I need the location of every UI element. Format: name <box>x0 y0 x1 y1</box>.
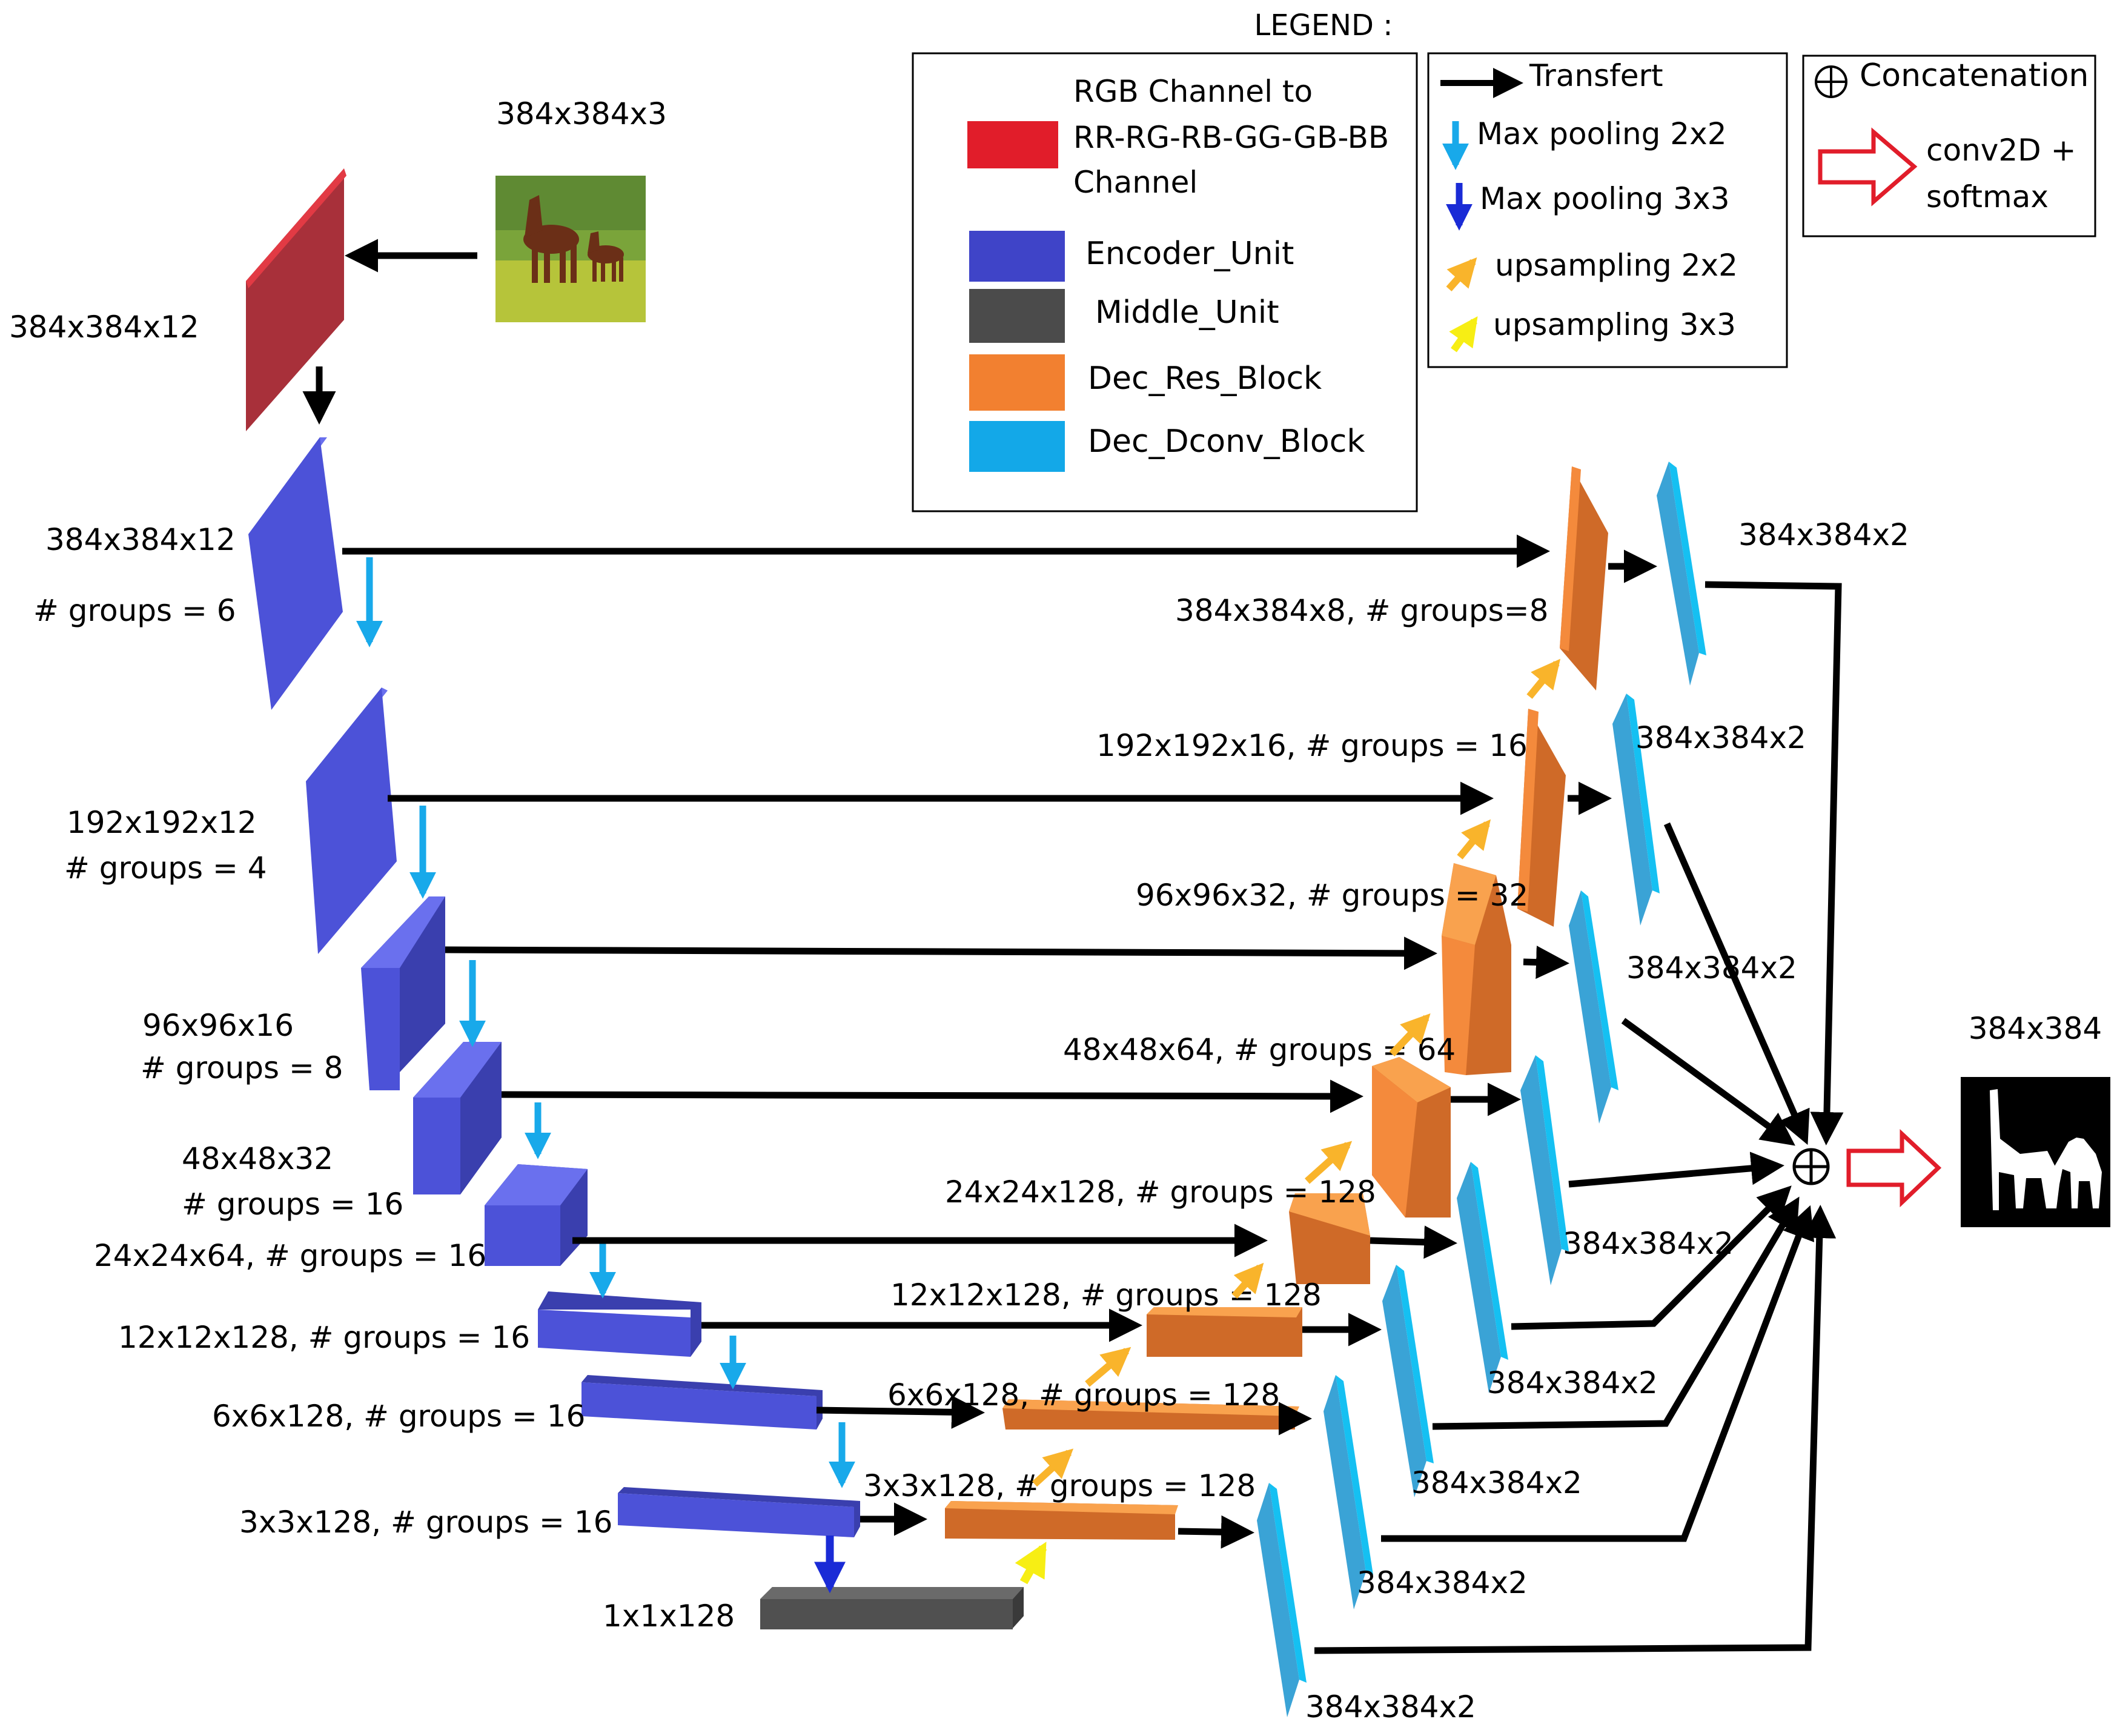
legend-swatch-dconv <box>969 421 1065 472</box>
decoder-res-label-5: 24x24x128, # groups = 128 <box>945 1174 1376 1210</box>
decoder-dconv-block-5 <box>1457 1162 1508 1393</box>
output-size-label: 384x384 <box>1969 1011 2102 1046</box>
legend-conv-arrow-icon <box>1818 127 1918 207</box>
decoder-dconv-block-1 <box>1657 462 1706 686</box>
decoder-res-label-1: 384x384x8, # groups=8 <box>1175 593 1548 628</box>
decoder-dconv-block-3 <box>1569 890 1618 1124</box>
decoder-res-block-7 <box>1002 1399 1299 1430</box>
decoder-dconv-label-2: 384x384x2 <box>1635 720 1806 755</box>
legend-concat-icon <box>1815 65 1847 98</box>
upsampling-3x3-arrow <box>1015 1542 1047 1585</box>
decoder-res-block-5 <box>1289 1193 1370 1284</box>
legend-up2-label: upsampling 2x2 <box>1495 248 1738 283</box>
decoder-dconv-block-7 <box>1324 1375 1373 1609</box>
encoder-label-6: 12x12x128, # groups = 16 <box>118 1320 530 1355</box>
decoder-dconv-block-4 <box>1520 1055 1569 1285</box>
legend-transfert-label: Transfert <box>1529 58 1663 93</box>
decoder-dconv-label-1: 384x384x2 <box>1738 517 1909 552</box>
decoder-dconv-block-6 <box>1382 1265 1434 1497</box>
input-size-label: 384x384x3 <box>496 96 667 131</box>
encoder-label-1a: 384x384x12 <box>45 522 236 557</box>
encoder-block-2 <box>306 687 397 954</box>
encoder-label-5: 24x24x64, # groups = 16 <box>94 1238 486 1273</box>
encoder-label-4a: 48x48x32 <box>182 1141 333 1176</box>
decoder-res-block-3 <box>1442 863 1511 1075</box>
legend-rgb-label-3: Channel <box>1073 165 1198 200</box>
encoder-block-5 <box>485 1164 588 1266</box>
encoder-label-3a: 96x96x16 <box>142 1008 294 1043</box>
decoder-res-label-7: 6x6x128, # groups = 128 <box>887 1377 1280 1413</box>
legend-swatch-middle <box>969 289 1065 343</box>
output-mask-image <box>1961 1077 2110 1227</box>
legend-rgb-label-2: RR-RG-RB-GG-GB-BB <box>1073 120 1389 155</box>
legend-conv-label-1: conv2D + <box>1926 133 2076 168</box>
legend-up3-label: upsampling 3x3 <box>1493 307 1736 342</box>
concat-arrows <box>1314 581 1844 1654</box>
encoder-label-8: 3x3x128, # groups = 16 <box>239 1505 612 1540</box>
decoder-res-label-8: 3x3x128, # groups = 128 <box>863 1468 1256 1503</box>
decoder-res-block-2 <box>1517 709 1566 927</box>
encoder-label-1b: # groups = 6 <box>33 593 236 628</box>
encoder-block-8 <box>618 1487 860 1537</box>
conv-softmax-arrow <box>1846 1128 1942 1208</box>
encoder-block-6 <box>538 1291 701 1357</box>
decoder-dconv-block-2 <box>1612 694 1660 926</box>
rgb-block <box>246 168 344 431</box>
decoder-res-label-6: 12x12x128, # groups = 128 <box>890 1277 1322 1313</box>
encoder-label-2a: 192x192x12 <box>67 805 257 840</box>
encoder-label-7: 6x6x128, # groups = 16 <box>212 1399 585 1434</box>
decoder-res-block-6 <box>1147 1307 1302 1357</box>
encoder-label-3b: # groups = 8 <box>141 1050 343 1085</box>
max-pooling-arrows <box>356 557 855 1488</box>
encoder-block-3 <box>361 896 445 1090</box>
legend-dconv-label: Dec_Dconv_Block <box>1088 423 1365 460</box>
legend-middle-label: Middle_Unit <box>1095 294 1279 331</box>
legend-encoder-label: Encoder_Unit <box>1085 236 1294 272</box>
legend-conv-label-2: softmax <box>1926 179 2049 214</box>
middle-unit-block <box>760 1587 1024 1629</box>
decoder-res-label-3: 96x96x32, # groups = 32 <box>1136 878 1528 913</box>
encoder-block-7 <box>581 1375 823 1430</box>
encoder-block-4 <box>413 1042 502 1194</box>
encoder-block-1 <box>248 437 343 710</box>
legend-box-arrows <box>1427 52 1788 368</box>
legend-box-blocks <box>912 52 1418 512</box>
legend-swatch-res <box>969 354 1065 411</box>
decoder-dconv-label-5: 384x384x2 <box>1487 1365 1658 1400</box>
legend-swatch-encoder <box>969 231 1065 282</box>
decoder-res-block-4 <box>1372 1057 1451 1218</box>
legend-box-output <box>1802 55 2096 237</box>
encoder-label-2b: # groups = 4 <box>64 850 267 886</box>
encoder-label-4b: # groups = 16 <box>182 1187 403 1222</box>
legend-res-label: Dec_Res_Block <box>1088 360 1322 397</box>
legend-up3-icon <box>1449 316 1478 353</box>
decoder-dconv-label-3: 384x384x2 <box>1626 950 1797 986</box>
res-to-dconv-arrows <box>1178 549 1657 1549</box>
decoder-res-block-1 <box>1560 466 1608 691</box>
skip-connections <box>342 534 1550 1536</box>
decoder-dconv-label-7: 384x384x2 <box>1357 1565 1528 1600</box>
legend-concat-label: Concatenation <box>1860 58 2089 94</box>
legend-swatch-rgb <box>967 121 1058 168</box>
middle-unit-label: 1x1x128 <box>603 1599 735 1634</box>
decoder-res-label-4: 48x48x64, # groups = 64 <box>1063 1032 1456 1067</box>
input-horse-image <box>495 176 646 322</box>
legend-pool3-label: Max pooling 3x3 <box>1480 181 1730 216</box>
decoder-dconv-label-6: 384x384x2 <box>1411 1465 1582 1500</box>
decoder-dconv-label-8: 384x384x2 <box>1305 1689 1476 1724</box>
rgb-block-label: 384x384x12 <box>9 310 199 345</box>
legend-rgb-label: RGB Channel to <box>1073 74 1313 109</box>
decoder-res-block-8 <box>945 1501 1178 1540</box>
decoder-res-label-2: 192x192x16, # groups = 16 <box>1096 728 1528 763</box>
concat-icon <box>1792 1148 1830 1185</box>
upsampling-arrows <box>1032 658 1561 1487</box>
decoder-dconv-label-4: 384x384x2 <box>1563 1226 1734 1261</box>
decoder-dconv-block-8 <box>1257 1483 1307 1717</box>
legend-title: LEGEND : <box>1254 8 1393 42</box>
legend-pool2-label: Max pooling 2x2 <box>1477 116 1727 151</box>
legend-up2-icon <box>1446 257 1477 291</box>
